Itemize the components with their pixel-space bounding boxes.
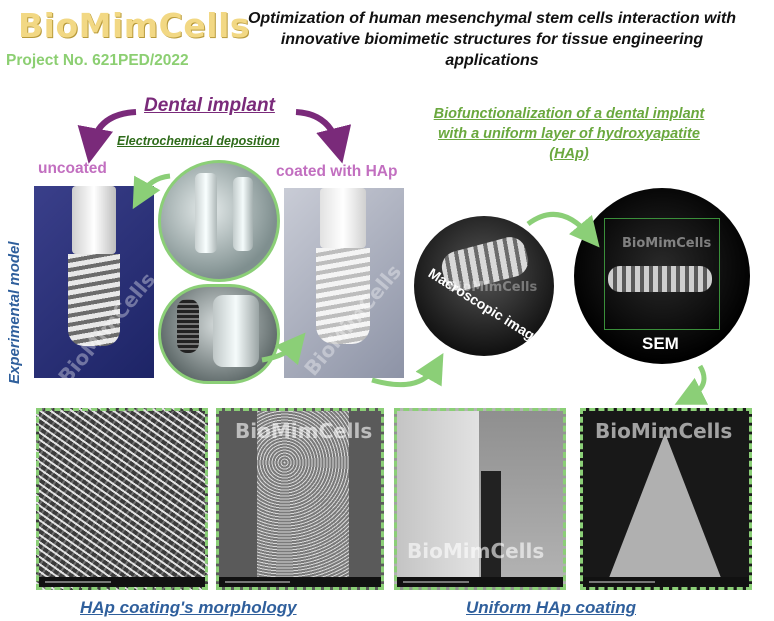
uniform-coating-label: Uniform HAp coating <box>466 598 636 617</box>
project-number: Project No. 621PED/2022 <box>6 52 189 69</box>
project-logo: BioMimCells <box>18 6 251 45</box>
implant-collar <box>72 186 116 254</box>
sem-uniform-thread: BioMimCells <box>394 408 566 590</box>
watermark: BioMimCells <box>235 419 373 443</box>
sem-info-bar <box>397 577 563 587</box>
macroscopic-image: Macroscopic image BioMimCells <box>414 216 554 356</box>
sem-image: BioMimCells SEM <box>574 188 750 364</box>
implant-thread <box>608 266 712 292</box>
arrow-to-macroscopic <box>371 352 444 388</box>
arrow-to-sem <box>526 212 600 248</box>
coating-strip <box>257 411 349 583</box>
uncoated-label: uncoated <box>38 160 107 177</box>
dental-implant-label: Dental implant <box>144 95 275 116</box>
electrode <box>195 173 217 253</box>
thread-gap <box>481 471 501 583</box>
sem-frame <box>604 218 720 330</box>
watermark: BioMimCells <box>407 539 545 563</box>
vial <box>177 299 199 353</box>
sem-info-bar <box>39 577 205 587</box>
watermark: BioMimCells <box>448 280 538 295</box>
coated-label: coated with HAp <box>276 163 398 180</box>
thread-flank <box>397 411 479 583</box>
sem-morphology-coating: BioMimCells <box>216 408 384 590</box>
watermark: BioMimCells <box>622 236 712 251</box>
sem-info-bar <box>583 577 749 587</box>
arrow-to-bottom <box>674 364 709 405</box>
uncoated-implant-photo: BioMimCells <box>34 186 154 378</box>
sem-label: SEM <box>642 334 679 353</box>
biofunctionalization-label: Biofunctionalization of a dental implant… <box>433 106 705 162</box>
implant-thread <box>68 254 120 346</box>
deposition-cell-photo-top <box>158 160 280 282</box>
sem-morphology-crystals <box>36 408 208 590</box>
electrode <box>213 295 259 367</box>
arrow-to-coated <box>295 109 352 164</box>
electrochemical-deposition-label: Electrochemical deposition <box>117 134 280 148</box>
arrow-to-uncoated <box>77 109 137 164</box>
page-title: Optimization of human mesenchymal stem c… <box>247 10 737 69</box>
morphology-label: HAp coating's morphology <box>80 598 297 617</box>
implant-thread <box>316 248 370 344</box>
arrow-deposition-left <box>132 173 171 210</box>
electrode <box>233 177 253 251</box>
arrow-deposition-right <box>261 332 306 366</box>
watermark: BioMimCells <box>595 419 733 443</box>
implant-collar <box>320 188 366 248</box>
thread-tip <box>607 433 723 583</box>
sem-info-bar <box>219 577 381 587</box>
sem-uniform-tip: BioMimCells <box>580 408 752 590</box>
